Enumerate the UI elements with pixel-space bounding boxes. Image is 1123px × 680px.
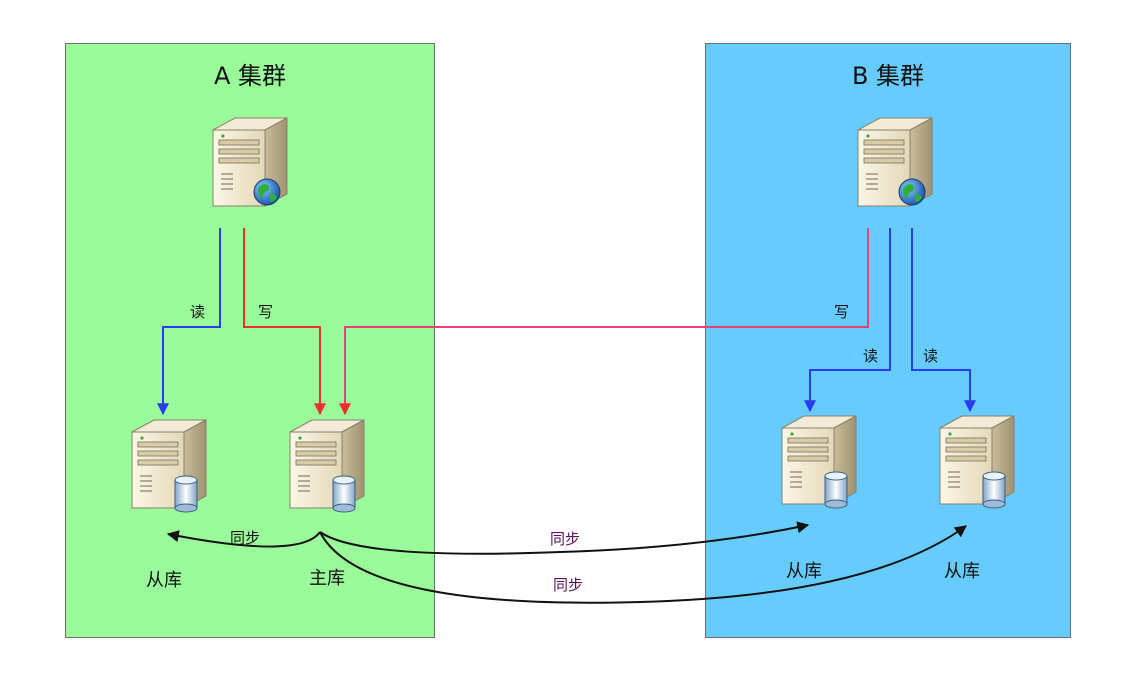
read-arrow-a xyxy=(157,228,221,416)
sync-arrow-local xyxy=(166,530,321,548)
node-label-a-master: 主库 xyxy=(309,568,345,589)
database-server-icon-a-slave xyxy=(131,419,207,513)
edge-label-b-read-2: 读 xyxy=(923,347,939,365)
node-label-b-slave-1: 从库 xyxy=(786,561,822,582)
database-server-icon-b-slave-1 xyxy=(781,415,857,509)
read-arrow-b-2 xyxy=(911,228,976,413)
node-label-a-slave: 从库 xyxy=(146,570,182,591)
edge-label-a-write: 写 xyxy=(258,303,274,321)
edge-label-a-read: 读 xyxy=(190,303,206,321)
node-label-b-slave-2: 从库 xyxy=(944,561,980,582)
edge-label-sync-remote-1: 同步 xyxy=(550,530,581,548)
web-server-icon-b xyxy=(857,117,933,207)
database-server-icon-a-master xyxy=(289,419,365,513)
web-server-icon-a xyxy=(212,117,288,207)
sync-arrow-remote-2 xyxy=(319,525,967,604)
cluster-b-title: B 集群 xyxy=(851,62,925,90)
edge-label-b-read-1: 读 xyxy=(863,347,879,365)
edge-label-b-write: 写 xyxy=(834,303,850,321)
edge-label-sync-remote-2: 同步 xyxy=(553,576,584,594)
sync-arrow-remote-1 xyxy=(319,521,810,555)
write-arrow-a xyxy=(243,228,326,416)
database-server-icon-b-slave-2 xyxy=(939,415,1015,509)
write-arrow-b-to-a xyxy=(339,228,869,416)
edge-label-sync-local: 同步 xyxy=(230,529,261,547)
cluster-a-title: A 集群 xyxy=(213,62,287,90)
read-arrow-b-1 xyxy=(804,228,891,413)
